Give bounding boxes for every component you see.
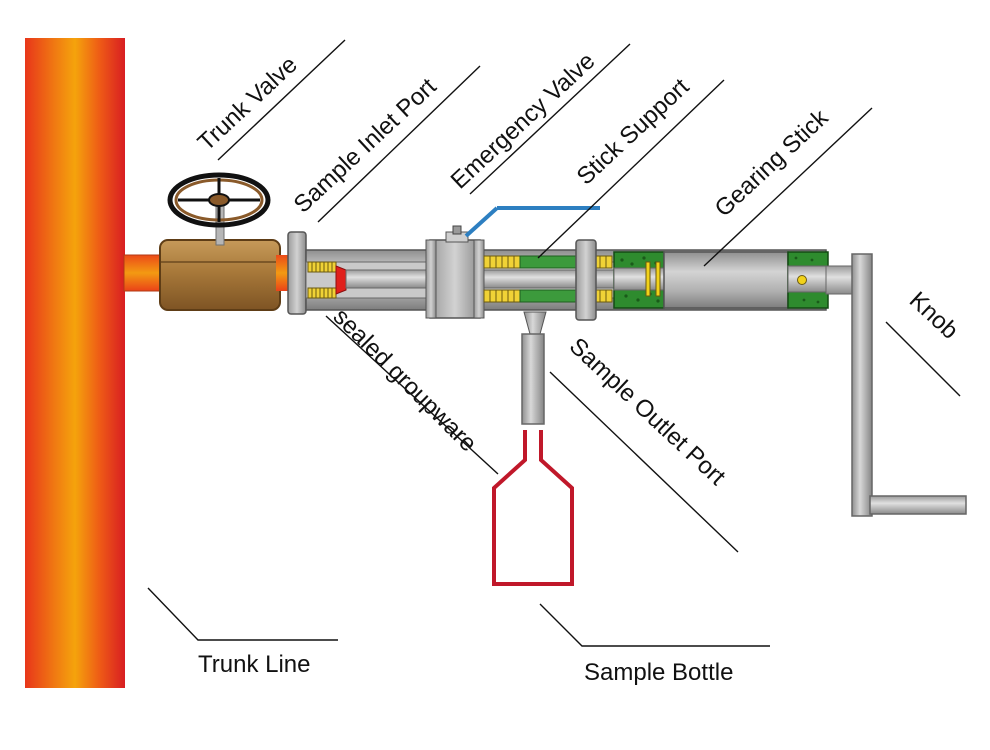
label-trunk-line: Trunk Line — [198, 651, 311, 678]
valve-handwheel-icon — [167, 172, 271, 228]
label-sample-bottle: Sample Bottle — [584, 659, 733, 686]
label-stick-support: Stick Support — [572, 73, 695, 190]
label-sample-outlet-port: Sample Outlet Port — [564, 333, 731, 491]
gearing-stick — [663, 251, 789, 309]
sample-bottle — [492, 430, 574, 586]
middle-flange — [575, 239, 597, 321]
trunk-valve — [159, 172, 290, 311]
knob-crank — [825, 253, 967, 517]
label-sample-inlet-port: Sample Inlet Port — [289, 73, 442, 219]
label-trunk-valve: Trunk Valve — [193, 51, 303, 156]
sealed-groupware-thread — [307, 261, 347, 299]
emergency-valve-handle — [464, 206, 499, 238]
label-knob: Knob — [904, 287, 963, 345]
trunk-line-pipe — [25, 38, 125, 688]
inlet-flange — [287, 231, 307, 315]
label-sealed-groupware: sealed groupware — [328, 303, 482, 457]
end-collar — [787, 251, 829, 309]
label-gearing-stick: Gearing Stick — [710, 104, 835, 223]
sample-outlet-port — [521, 311, 547, 425]
green-seal-block — [613, 251, 665, 309]
emergency-valve — [425, 206, 600, 319]
leader-lines — [147, 39, 961, 647]
